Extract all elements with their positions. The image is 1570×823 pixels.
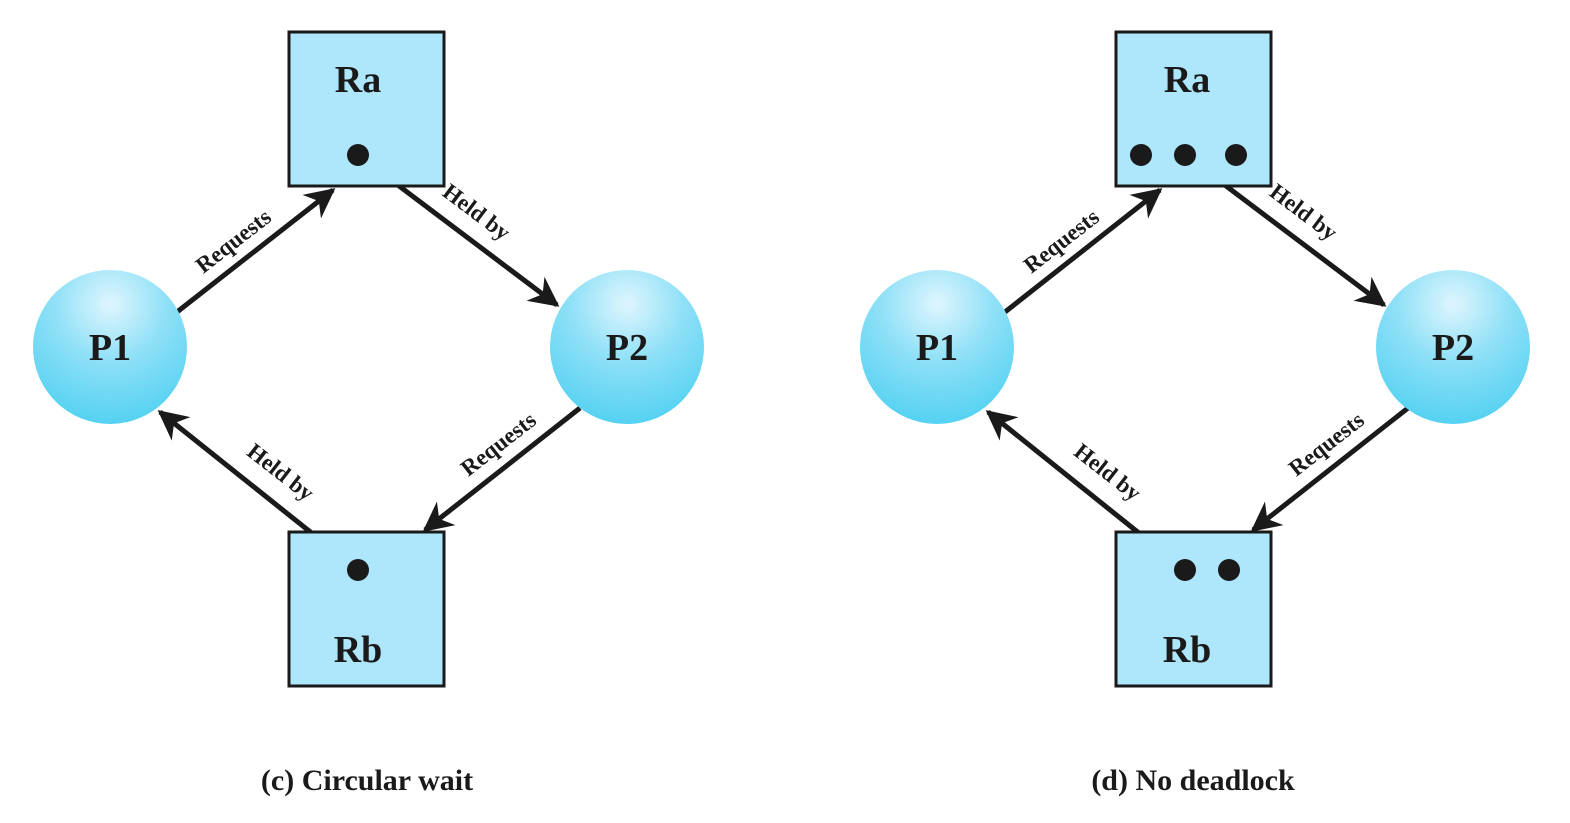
panel-caption: (d) No deadlock (1091, 764, 1295, 797)
resource-instance-dot (1130, 144, 1152, 166)
process-p1: P1 (33, 270, 187, 424)
process-p1: P1 (860, 270, 1014, 424)
process-label: P2 (1432, 327, 1474, 369)
resource-box (287, 30, 446, 188)
resource-instance-dot (1218, 559, 1240, 581)
panel-caption: (c) Circular wait (261, 764, 473, 797)
resource-box (287, 530, 446, 688)
resource-instance-dot (347, 144, 369, 166)
process-sphere (1376, 270, 1530, 424)
resource-instance-dot (1174, 559, 1196, 581)
edge-label-held-by: Held by (1265, 179, 1342, 246)
resource-label: Rb (334, 629, 383, 671)
process-label: P2 (606, 327, 648, 369)
edge-label-held-by: Held by (438, 179, 515, 246)
resource-instance-dot (347, 559, 369, 581)
edge-label-held-by: Held by (1069, 438, 1146, 506)
process-label: P1 (916, 327, 958, 369)
process-label: P1 (89, 327, 131, 369)
resource-instance-dot (1225, 144, 1247, 166)
resource-instance-dot (1174, 144, 1196, 166)
panel-circular-wait: Ra Rb P1 P2 Requests Held by Requests He… (33, 30, 704, 797)
resource-ra: Ra (1114, 30, 1273, 188)
process-p2: P2 (1376, 270, 1530, 424)
process-sphere (550, 270, 704, 424)
resource-label: Rb (1163, 629, 1212, 671)
edge-p2-requests-rb (422, 406, 582, 532)
panel-no-deadlock: Ra Rb P1 P2 Requests Held by Requests He… (860, 30, 1530, 797)
resource-box (1114, 530, 1273, 688)
process-p2: P2 (550, 270, 704, 424)
resource-rb: Rb (287, 530, 446, 688)
resource-ra: Ra (287, 30, 446, 188)
resource-label: Ra (335, 59, 381, 101)
process-sphere (860, 270, 1014, 424)
edge-p1-requests-ra (175, 188, 336, 314)
process-sphere (33, 270, 187, 424)
resource-label: Ra (1164, 59, 1210, 101)
resource-rb: Rb (1114, 530, 1273, 688)
edge-p1-requests-ra (1003, 188, 1163, 314)
edge-label-held-by: Held by (242, 438, 319, 506)
edge-p2-requests-rb (1250, 406, 1410, 532)
